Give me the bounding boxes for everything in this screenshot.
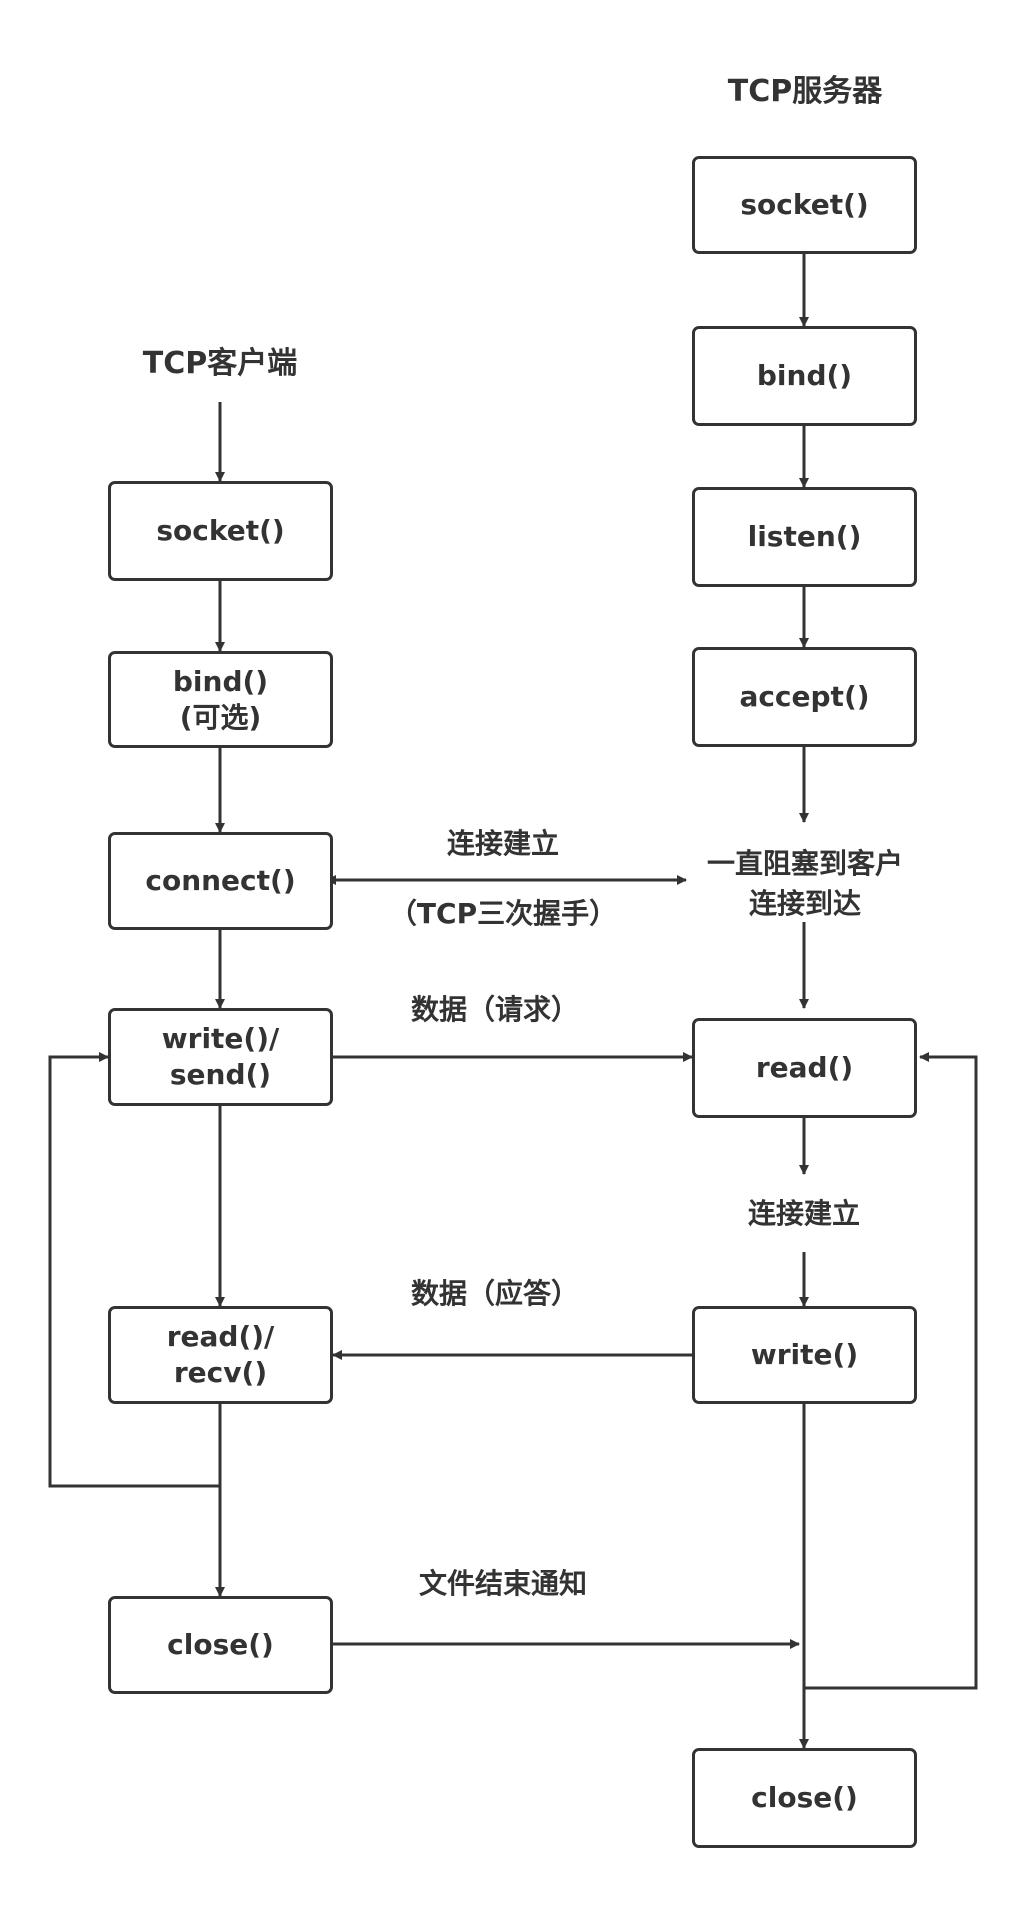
server-listen-label: listen() — [747, 520, 862, 553]
client-bind-box: bind() (可选) — [108, 651, 333, 748]
server-close-box: close() — [692, 1748, 917, 1848]
server-accept-label: accept() — [739, 680, 870, 713]
client-send-label: send() — [169, 1058, 272, 1091]
server-read-box: read() — [692, 1018, 917, 1118]
client-socket-box: socket() — [108, 481, 333, 581]
client-title: TCP客户端 — [142, 346, 298, 381]
client-bind-label: bind() — [172, 664, 269, 698]
request-data-label: 数据（请求） — [410, 993, 580, 1026]
client-close-label: close() — [167, 1628, 274, 1661]
client-connect-label: connect() — [145, 864, 296, 897]
client-read-label: read()/ — [166, 1320, 275, 1353]
server-listen-box: listen() — [692, 487, 917, 587]
server-blocking-text: 一直阻塞到客户 连接到达 — [707, 844, 903, 924]
server-socket-label: socket() — [740, 188, 869, 221]
server-title: TCP服务器 — [727, 74, 883, 109]
eof-notification-label: 文件结束通知 — [418, 1567, 588, 1600]
client-write-label: write()/ — [161, 1022, 280, 1055]
server-bind-box: bind() — [692, 326, 917, 426]
server-write-label: write() — [750, 1338, 859, 1371]
three-way-handshake-label: （TCP三次握手） — [388, 897, 618, 930]
client-recv-label: recv() — [173, 1356, 268, 1389]
client-connect-box: connect() — [108, 832, 333, 930]
server-blocking-line1: 一直阻塞到客户 — [706, 847, 904, 880]
server-bind-label: bind() — [756, 359, 853, 392]
connect-established-label: 连接建立 — [446, 827, 560, 860]
server-socket-box: socket() — [692, 156, 917, 254]
loop-server-back-to-read — [804, 1052, 978, 1690]
client-read-box: read()/ recv() — [108, 1306, 333, 1404]
client-close-box: close() — [108, 1596, 333, 1694]
client-bind-optional-label: (可选) — [179, 700, 262, 734]
server-close-label: close() — [751, 1781, 858, 1814]
server-read-label: read() — [755, 1051, 854, 1084]
server-write-box: write() — [692, 1306, 917, 1404]
client-write-box: write()/ send() — [108, 1008, 333, 1106]
client-socket-label: socket() — [156, 514, 285, 547]
server-process-label: 连接建立 — [747, 1197, 861, 1230]
reply-data-label: 数据（应答） — [410, 1277, 580, 1310]
server-blocking-line2: 连接到达 — [748, 887, 862, 920]
server-accept-box: accept() — [692, 647, 917, 747]
loop-client-read-back-to-write — [48, 1052, 220, 1488]
